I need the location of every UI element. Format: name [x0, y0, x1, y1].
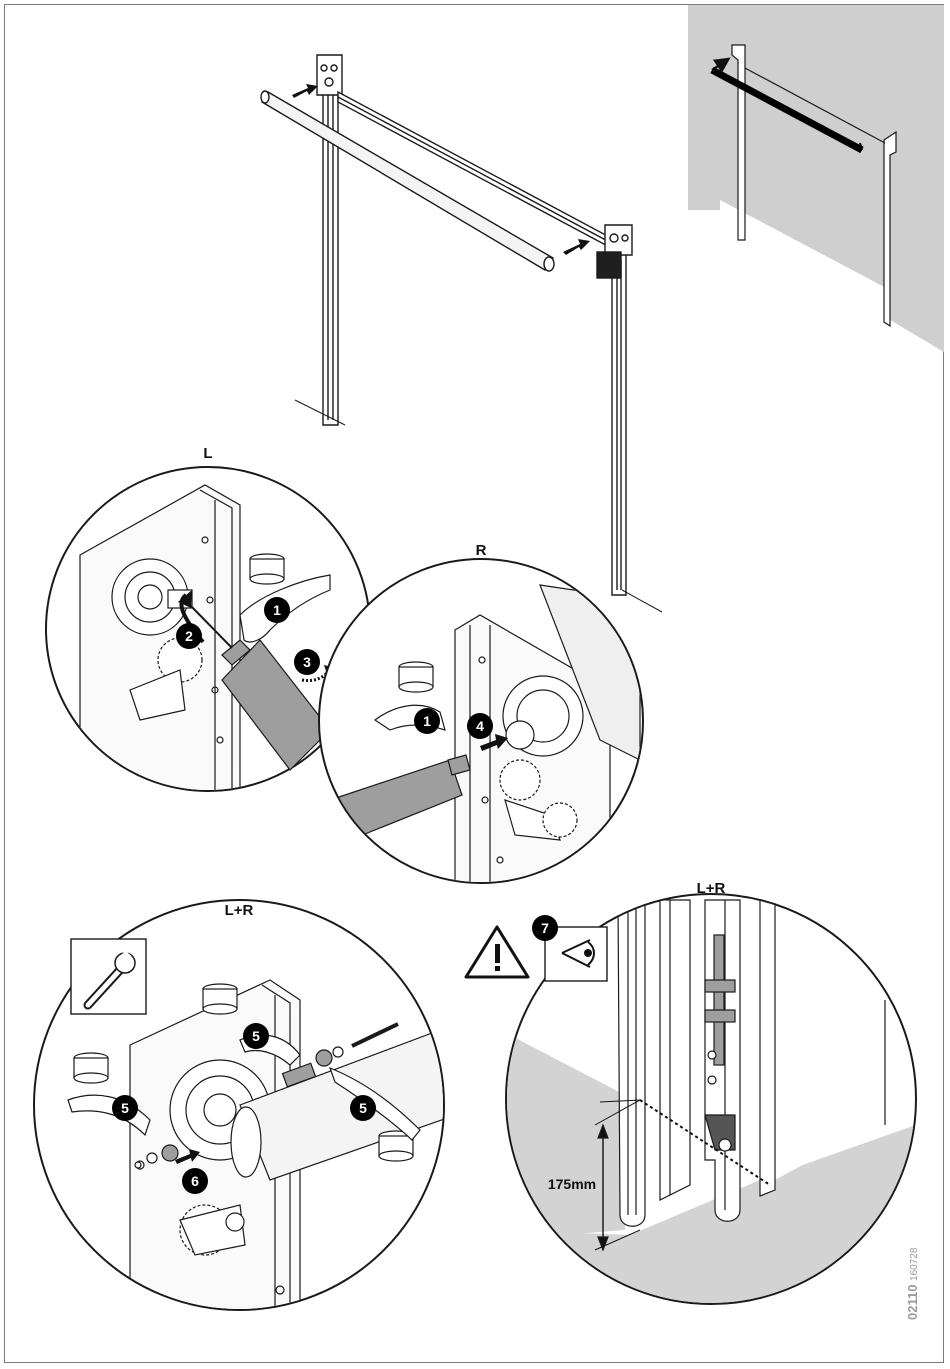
dimension-label: 175mm — [548, 1176, 596, 1192]
svg-text:5: 5 — [121, 1100, 129, 1116]
grease-tin-icon — [399, 662, 433, 692]
step-badge-3: 3 — [294, 649, 320, 675]
svg-text:1: 1 — [273, 602, 281, 618]
svg-text:5: 5 — [359, 1100, 367, 1116]
step-badge-5-right: 5 — [350, 1095, 376, 1121]
svg-text:5: 5 — [252, 1028, 260, 1044]
wall-inset — [688, 5, 944, 352]
step-badge-2: 2 — [176, 623, 202, 649]
panel-label-bottom-left: L+R — [225, 902, 254, 919]
document-code: 02110 160728 — [905, 1240, 925, 1320]
warning-triangle-icon — [466, 927, 528, 977]
step-badge-7: 7 — [532, 915, 558, 941]
step-badge-6: 6 — [182, 1168, 208, 1194]
step-badge-1-left: 1 — [264, 597, 290, 623]
wrench-icon — [71, 939, 146, 1014]
step-badge-5-top: 5 — [243, 1023, 269, 1049]
grease-tin-icon — [250, 554, 284, 584]
svg-text:4: 4 — [476, 718, 484, 734]
panel-label-l: L — [203, 445, 212, 462]
svg-text:2: 2 — [185, 628, 193, 644]
step-badge-4: 4 — [467, 713, 493, 739]
svg-text:3: 3 — [303, 654, 311, 670]
step-badge-5-left: 5 — [112, 1095, 138, 1121]
panel-label-r: R — [476, 542, 487, 559]
svg-text:6: 6 — [191, 1173, 199, 1189]
svg-text:7: 7 — [541, 920, 549, 936]
step-badge-1-right: 1 — [414, 708, 440, 734]
svg-text:1: 1 — [423, 713, 431, 729]
panel-label-bottom-right: L+R — [697, 880, 726, 897]
